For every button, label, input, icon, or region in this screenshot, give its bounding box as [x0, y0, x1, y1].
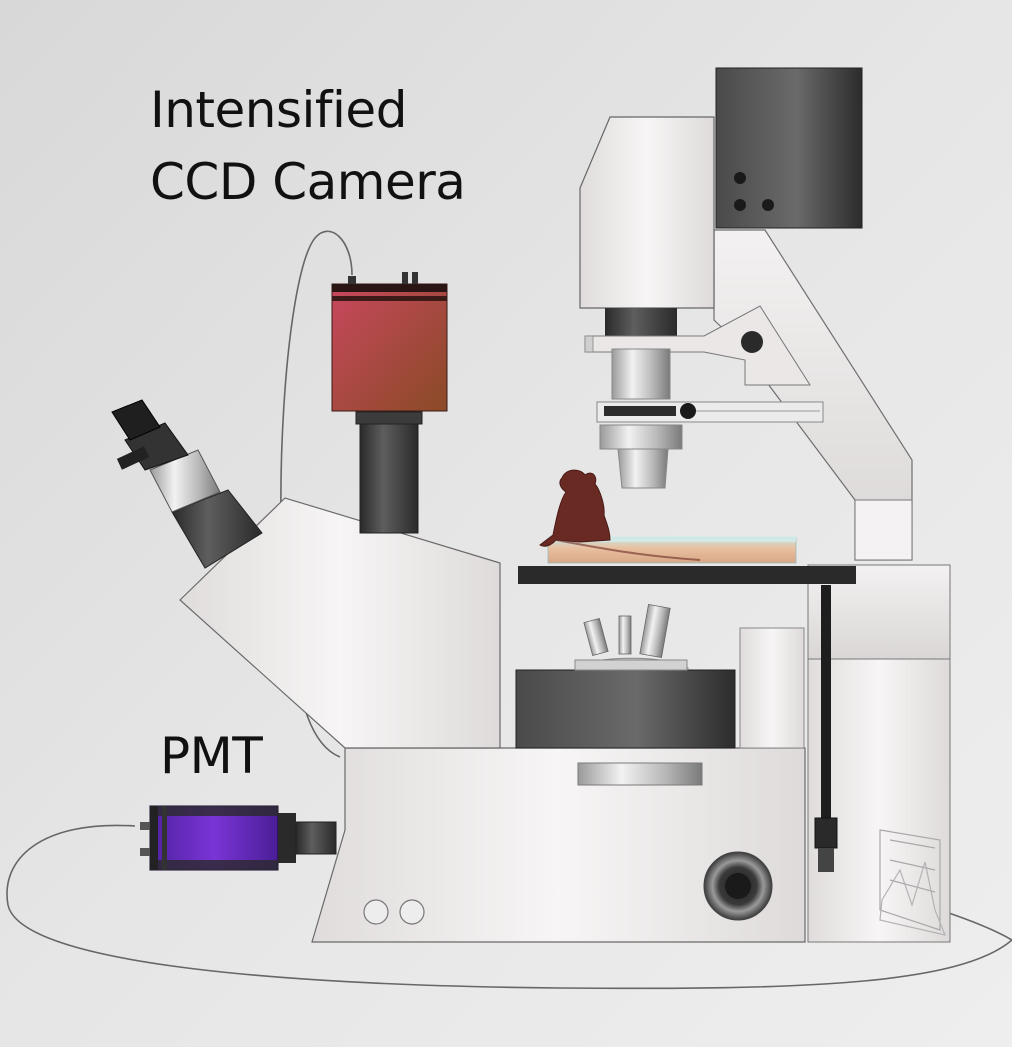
- pmt-cable: [6, 824, 1012, 990]
- objective-lens-3-icon: [639, 604, 671, 658]
- pmt-label: PMT: [160, 727, 263, 785]
- trinocular-head: [111, 399, 501, 749]
- camera-label-line-2: CCD Camera: [150, 153, 466, 211]
- objective-lens-1-icon: [583, 618, 609, 656]
- right-column: [739, 564, 951, 943]
- microscope-base: [311, 747, 806, 943]
- base-button-1-icon: [363, 899, 389, 925]
- mouse-specimen-icon: [539, 469, 611, 547]
- camera-label-line-1: Intensified: [150, 81, 407, 139]
- objective-turret: [515, 604, 736, 749]
- objective-lens-2-icon: [618, 615, 632, 655]
- ccd-camera: [331, 272, 448, 412]
- illumination-arm: [579, 67, 913, 561]
- base-button-2-icon: [399, 899, 425, 925]
- specimen-stage: [518, 469, 856, 584]
- pmt-detector: [140, 805, 337, 871]
- eyepieces-icon: [111, 399, 263, 569]
